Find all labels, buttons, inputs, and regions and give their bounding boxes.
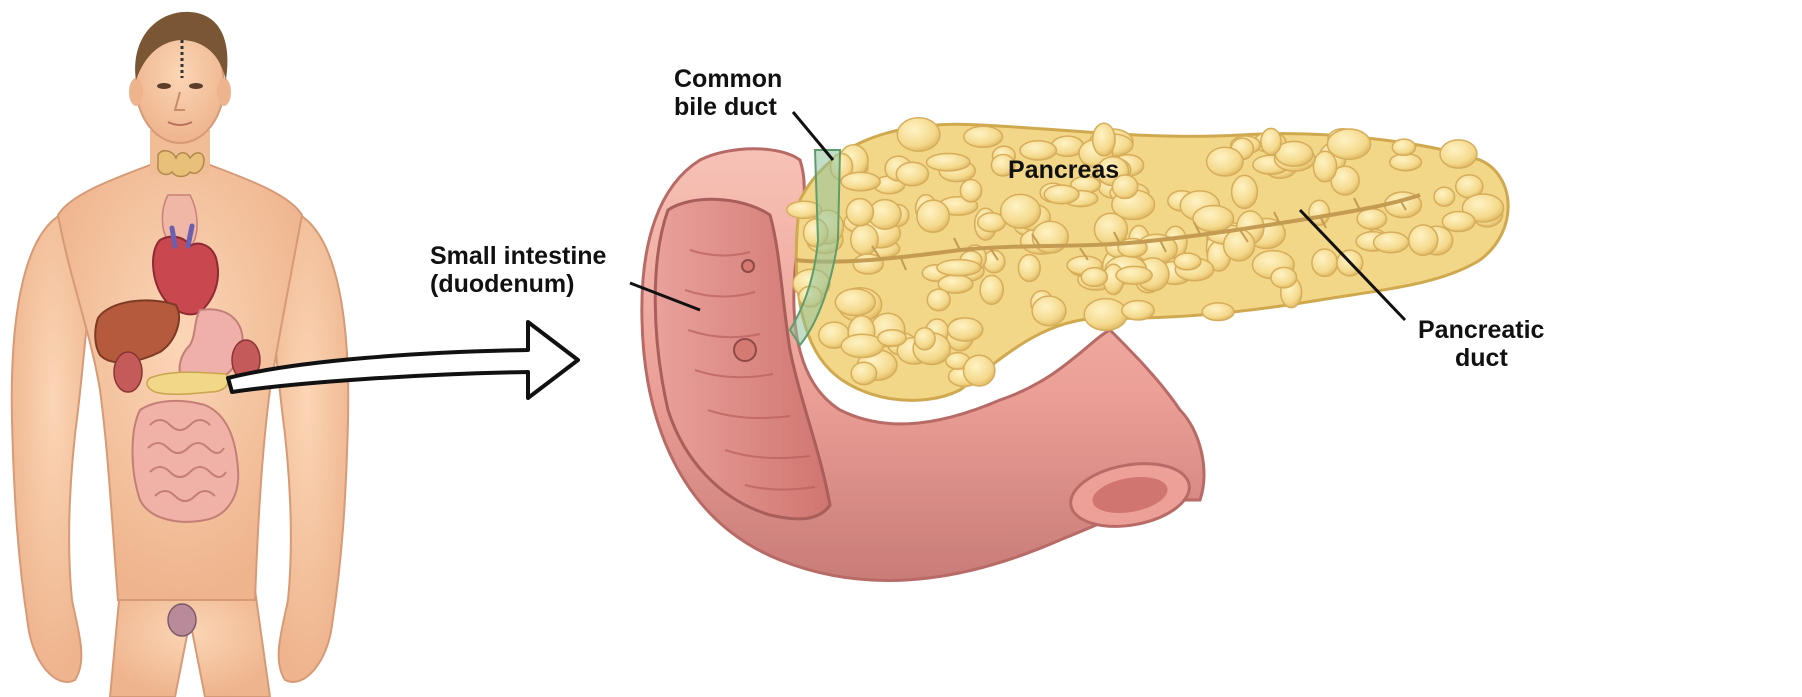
pancreas-illustration [787, 118, 1508, 401]
pancreas-lobule [1084, 299, 1127, 331]
label-common-bile-duct-line1: Common [674, 65, 782, 93]
left-eye [157, 83, 171, 89]
pancreas-lobule [1357, 209, 1386, 229]
pancreas-lobule [1018, 255, 1040, 282]
pancreas-lobule [1327, 129, 1370, 159]
pancreas-lobule [948, 318, 983, 341]
pancreas-lobule [915, 328, 936, 350]
label-pancreatic-duct-line1: Pancreatic [1418, 316, 1545, 344]
pancreas-lobule [1271, 267, 1297, 287]
pancreas-lobule [1434, 187, 1455, 206]
right-ear [217, 78, 231, 106]
thyroid-gland [158, 151, 204, 177]
label-pancreas: Pancreas [1008, 156, 1119, 184]
pancreas-lobule [846, 199, 873, 226]
pancreas-lobule [1312, 249, 1338, 276]
pancreas-lobule [1224, 229, 1255, 261]
pancreas-lobule [1409, 225, 1438, 255]
pancreas-lobule [1202, 303, 1234, 321]
pancreas-lobule [1122, 301, 1154, 320]
pancreas-lobule [1093, 123, 1115, 156]
label-common-bile-duct-line2: bile duct [674, 93, 777, 121]
pancreas-lobule [1440, 140, 1477, 168]
duodenal-papilla-minor [742, 260, 754, 272]
pancreas-lobule [1193, 206, 1234, 232]
pancreas-lobule [1313, 151, 1336, 182]
pancreas-lobule [917, 200, 949, 232]
pancreas-lobule [964, 126, 1003, 147]
pancreas-lobule [851, 362, 876, 384]
pancreas-lobule [1392, 139, 1415, 155]
pancreas-lobule [960, 180, 981, 202]
pancreas-small [147, 372, 228, 394]
left-kidney [114, 352, 142, 392]
human-body-figure [12, 12, 348, 697]
pancreas-lobule [1374, 232, 1409, 253]
right-eye [189, 83, 203, 89]
left-ear [129, 78, 143, 106]
pancreas-lobule [927, 289, 950, 311]
pancreas-lobule [841, 172, 880, 190]
pancreas-lobule [1081, 268, 1107, 287]
pancreas-lobule [1207, 147, 1243, 176]
label-small-intestine-line2: (duodenum) [430, 270, 574, 298]
pancreas-lobule [1001, 194, 1041, 228]
reproductive-organ [168, 604, 196, 636]
pancreas-lobule [1232, 175, 1258, 208]
leader-common-bile-duct [793, 112, 833, 160]
pancreas-lobule [897, 118, 940, 151]
pancreas-lobule [1116, 266, 1152, 284]
label-small-intestine-line1: Small intestine [430, 242, 607, 270]
small-intestines [133, 401, 239, 522]
pancreas-lobule [1442, 212, 1475, 232]
pancreas-lobule [1044, 185, 1079, 204]
pancreas-lobule [964, 355, 995, 386]
pancreas-lobule [1174, 253, 1201, 270]
pancreas-lobule [1032, 296, 1066, 326]
duodenal-papilla-major [734, 339, 756, 361]
pancreas-lobule [927, 154, 970, 171]
pancreas-lobule [980, 275, 1003, 304]
pancreas-lobule [896, 162, 928, 185]
pancreas-lobule [937, 260, 981, 276]
pancreas-lobule [835, 289, 875, 316]
label-pancreatic-duct-line2: duct [1455, 344, 1508, 372]
pancreas-lobule [1261, 128, 1281, 154]
pancreas-lobule [878, 330, 906, 346]
pancreas-lobule [1390, 154, 1422, 171]
